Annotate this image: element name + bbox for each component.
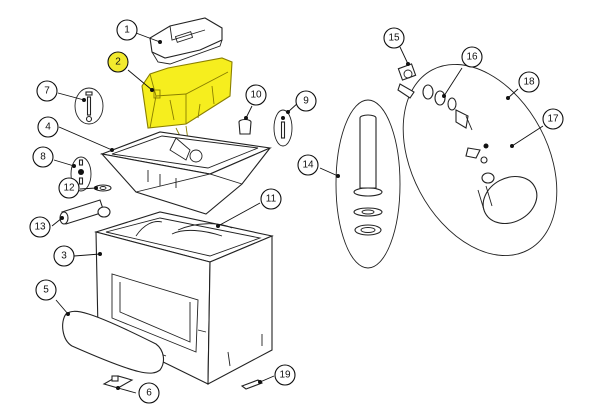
callout-10[interactable]: 10 xyxy=(245,84,267,106)
part-bracket[interactable] xyxy=(102,375,134,389)
part-valve[interactable] xyxy=(397,63,417,99)
callout-8[interactable]: 8 xyxy=(32,146,54,168)
callout-label: 16 xyxy=(466,52,478,63)
callout-15[interactable]: 15 xyxy=(383,27,405,49)
callout-2[interactable]: 2 xyxy=(107,51,129,73)
callout-label: 6 xyxy=(146,388,152,399)
part-front-panel[interactable] xyxy=(62,310,165,374)
callout-12[interactable]: 12 xyxy=(58,177,80,199)
part-fitting-chain[interactable] xyxy=(422,84,473,131)
part-vertical-tube-assembly[interactable] xyxy=(335,99,401,269)
part-gasket[interactable] xyxy=(177,223,233,231)
part-lid[interactable] xyxy=(149,17,223,65)
callouts: 1 2 3 4 5 6 7 8 9 10 11 12 13 14 15 16 1… xyxy=(29,19,564,404)
callout-label: 18 xyxy=(523,77,535,88)
callout-label: 11 xyxy=(266,194,277,205)
callout-1[interactable]: 1 xyxy=(116,19,138,41)
part-screw-stack-7[interactable] xyxy=(74,87,104,125)
callout-11[interactable]: 11 xyxy=(260,188,282,210)
part-screw-stack-8[interactable] xyxy=(70,156,92,192)
callout-14[interactable]: 14 xyxy=(297,154,319,176)
callout-label: 1 xyxy=(124,25,130,36)
callout-3[interactable]: 3 xyxy=(53,245,75,267)
callout-label: 17 xyxy=(547,114,559,125)
part-clip[interactable] xyxy=(240,379,264,390)
callout-5[interactable]: 5 xyxy=(35,279,57,301)
callout-label: 10 xyxy=(250,90,262,101)
part-fitting[interactable] xyxy=(94,184,112,192)
callout-label: 7 xyxy=(44,86,50,97)
callout-label: 2 xyxy=(115,57,121,68)
callout-label: 15 xyxy=(388,33,400,44)
callout-label: 13 xyxy=(34,222,46,233)
callout-16[interactable]: 16 xyxy=(461,46,483,68)
part-reservoir-tray-highlighted[interactable] xyxy=(141,57,233,141)
part-cup[interactable] xyxy=(238,118,252,135)
callout-13[interactable]: 13 xyxy=(29,216,51,238)
callout-label: 4 xyxy=(45,122,51,133)
callout-label: 3 xyxy=(61,251,67,262)
part-float[interactable] xyxy=(465,143,545,233)
callout-label: 8 xyxy=(40,152,46,163)
callout-label: 19 xyxy=(279,370,291,381)
callout-label: 9 xyxy=(303,96,309,107)
callout-19[interactable]: 19 xyxy=(274,364,296,386)
callout-9[interactable]: 9 xyxy=(295,90,317,112)
callout-7[interactable]: 7 xyxy=(36,80,58,102)
leader-lines xyxy=(51,32,544,394)
callout-17[interactable]: 17 xyxy=(542,108,564,130)
callout-6[interactable]: 6 xyxy=(138,382,160,404)
part-housing[interactable] xyxy=(94,211,274,385)
part-screw-stack-9[interactable] xyxy=(273,109,293,147)
callout-4[interactable]: 4 xyxy=(37,116,59,138)
part-hopper[interactable] xyxy=(99,131,272,215)
callout-label: 14 xyxy=(302,160,314,171)
callout-18[interactable]: 18 xyxy=(518,71,540,93)
part-tube[interactable] xyxy=(59,199,111,225)
callout-label: 12 xyxy=(63,183,75,194)
callout-label: 5 xyxy=(43,285,49,296)
